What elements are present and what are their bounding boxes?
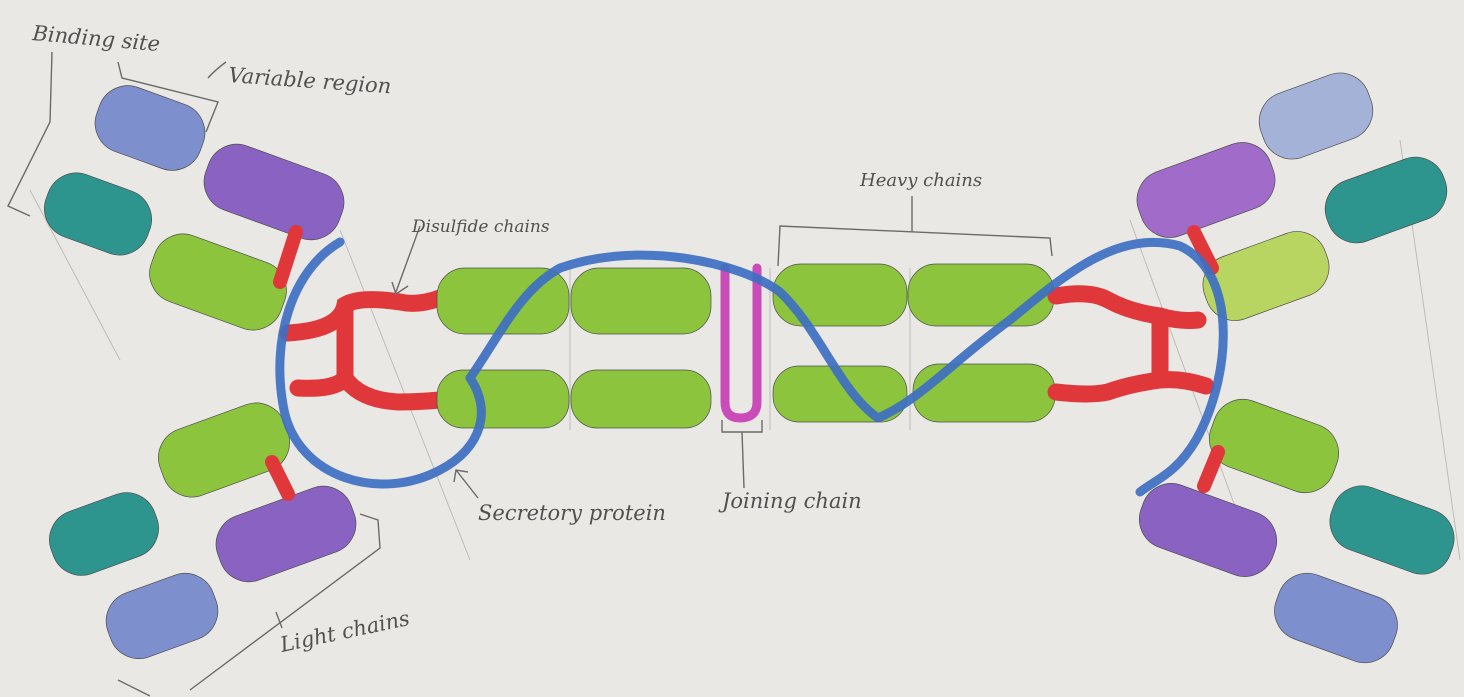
variable-region-label: Variable region — [228, 63, 392, 98]
interchain-disulfide — [272, 462, 288, 494]
secretory-protein-label: Secretory protein — [478, 501, 666, 525]
heavy-constant-domain — [571, 268, 711, 334]
light-constant-domain — [36, 165, 160, 264]
heavy-constant-domain — [913, 364, 1055, 422]
light-constant-domain — [41, 484, 167, 584]
light-variable-domain — [1251, 65, 1381, 168]
light-constant-domain — [1322, 477, 1463, 582]
heavy-variable-domain — [1129, 134, 1284, 246]
interchain-disulfide — [1204, 452, 1218, 486]
secretory-protein — [280, 242, 1223, 492]
heavy-constant-domain — [437, 370, 569, 428]
left-upper-arm — [36, 77, 352, 338]
heavy-constant-domain — [150, 395, 298, 506]
heavy-constant-domain — [1195, 223, 1338, 329]
right-upper-arm — [1129, 65, 1456, 329]
right-hinge-disulfides — [1056, 294, 1206, 394]
left-hinge-disulfides — [288, 298, 440, 402]
heavy-variable-domain — [196, 136, 353, 248]
joining-chain-label: Joining chain — [718, 489, 862, 513]
heavy-constant-domain — [141, 226, 295, 339]
disulfide-chains-label: Disulfide chains — [411, 217, 550, 237]
binding-site-label: Binding site — [31, 21, 161, 56]
heavy-constant-domain — [908, 264, 1054, 326]
light-variable-domain — [98, 565, 227, 667]
light-variable-domain — [1266, 565, 1406, 671]
heavy-chains-label: Heavy chains — [859, 170, 982, 191]
heavy-constant-domain — [571, 370, 711, 428]
joining-chain-loop — [725, 268, 757, 418]
heavy-constant-domain — [1201, 391, 1347, 501]
interchain-disulfide — [280, 232, 296, 282]
heavy-constant-domain — [773, 264, 907, 326]
light-variable-domain — [87, 77, 214, 179]
right-lower-arm — [1131, 391, 1463, 671]
light-constant-domain — [1317, 149, 1455, 252]
light-chains-label: Light chains — [277, 606, 412, 657]
